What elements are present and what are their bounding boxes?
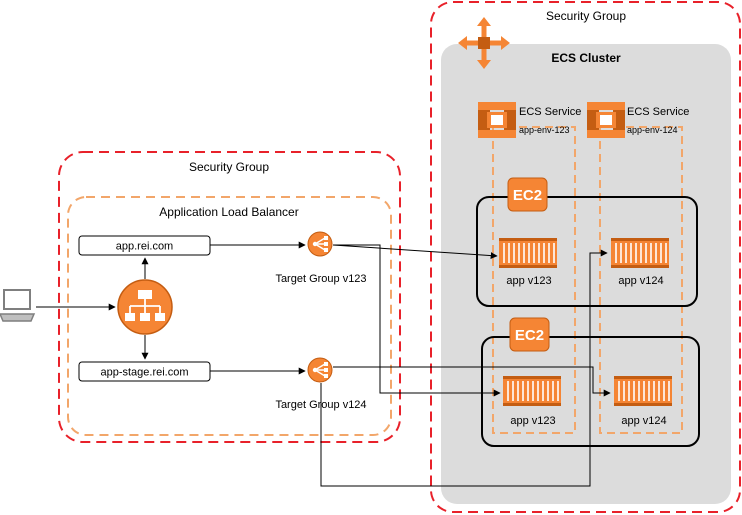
left-security-group — [58, 151, 401, 443]
ec2-host — [476, 196, 698, 307]
service-name: app-env-124 — [627, 125, 678, 135]
container-label: app v124 — [618, 275, 663, 287]
alb-title: Application Load Balancer — [159, 205, 298, 219]
left-security-group-title: Security Group — [189, 160, 269, 174]
container-label: app v124 — [621, 415, 666, 427]
container-label: app v123 — [510, 415, 555, 427]
container-icon — [613, 375, 673, 407]
service-column-123 — [492, 126, 576, 434]
container-icon — [610, 237, 670, 269]
ecs-service-icon — [587, 102, 625, 138]
target-group-label: Target Group v123 — [275, 273, 366, 285]
ecs-service-icon — [478, 102, 516, 138]
container-icon — [498, 237, 558, 269]
ec2-badge-label: EC2 — [515, 327, 544, 344]
target-group-icon — [307, 357, 333, 383]
right-security-group — [430, 1, 741, 513]
ecs-cluster-title: ECS Cluster — [551, 51, 621, 65]
container-icon — [502, 375, 562, 407]
application-load-balancer — [67, 196, 392, 436]
rule-label: app.rei.com — [116, 241, 173, 253]
ec2-badge: EC2 — [507, 177, 548, 212]
service-label: ECS Service — [627, 106, 689, 118]
container-label: app v123 — [506, 275, 551, 287]
auto-scaling-arrows-icon — [458, 17, 510, 69]
service-name: app-env-123 — [519, 125, 570, 135]
right-security-group-title: Security Group — [546, 9, 626, 23]
rule-label: app-stage.rei.com — [100, 367, 188, 379]
service-column-124 — [599, 126, 683, 434]
ec2-badge: EC2 — [509, 317, 550, 352]
connectors — [36, 241, 611, 487]
service-label: ECS Service — [519, 106, 581, 118]
ec2-badge-label: EC2 — [513, 187, 542, 204]
laptop-icon — [0, 289, 36, 322]
load-balancer-icon — [117, 279, 173, 335]
target-group-icon — [307, 231, 333, 257]
